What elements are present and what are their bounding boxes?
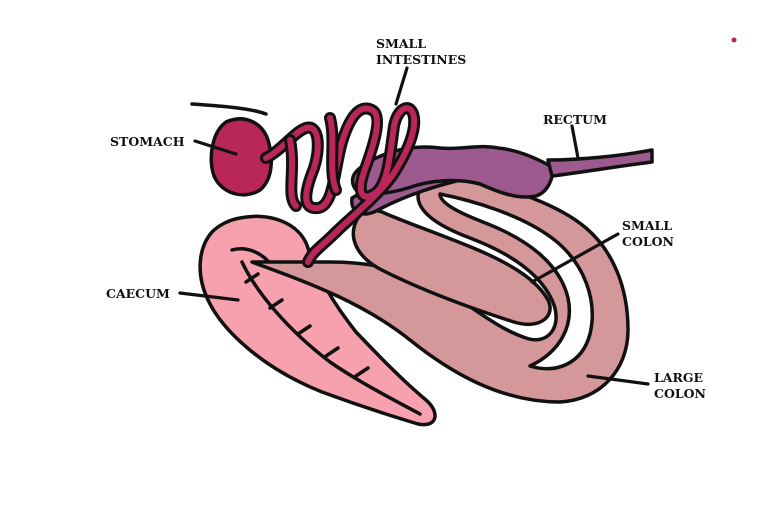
label-small-intestines-line2: INTESTINES bbox=[376, 52, 466, 67]
caecum-body bbox=[198, 214, 437, 427]
label-small-colon-line2: COLON bbox=[622, 234, 674, 249]
stomach-oesophagus bbox=[190, 102, 268, 116]
label-small-intestines-line1: SMALL bbox=[376, 36, 426, 51]
leader-small-intestines bbox=[394, 66, 409, 106]
label-stomach: STOMACH bbox=[110, 134, 185, 149]
caecum-fold bbox=[230, 247, 370, 378]
small-intestines bbox=[260, 102, 421, 268]
leader-large-colon bbox=[586, 374, 650, 386]
stomach-body bbox=[209, 117, 274, 197]
label-small-intestines: SMALL INTESTINES bbox=[376, 36, 466, 67]
labels: SMALL INTESTINES STOMACH RECTUM SMALL CO… bbox=[106, 36, 707, 401]
label-large-colon: LARGE COLON bbox=[654, 370, 707, 401]
small-colon-body bbox=[351, 208, 552, 327]
rectum-tail bbox=[546, 148, 654, 178]
label-caecum: CAECUM bbox=[106, 286, 170, 301]
small-intestines-coil bbox=[263, 105, 418, 265]
leader-rectum bbox=[570, 124, 580, 160]
stray-dot bbox=[731, 37, 737, 43]
leader-small-colon bbox=[530, 232, 620, 284]
small-intestines-coil bbox=[287, 115, 339, 209]
label-large-colon-line2: COLON bbox=[654, 386, 706, 401]
label-large-colon-line1: LARGE bbox=[654, 370, 703, 385]
stomach bbox=[190, 102, 274, 197]
caecum-fold bbox=[240, 260, 422, 416]
leader-lines bbox=[178, 66, 650, 386]
leader-stomach bbox=[193, 139, 238, 156]
caecum bbox=[198, 214, 437, 427]
leader-caecum bbox=[178, 291, 240, 302]
label-rectum: RECTUM bbox=[543, 112, 607, 127]
label-small-colon: SMALL COLON bbox=[622, 218, 677, 249]
label-small-colon-line1: SMALL bbox=[622, 218, 672, 233]
